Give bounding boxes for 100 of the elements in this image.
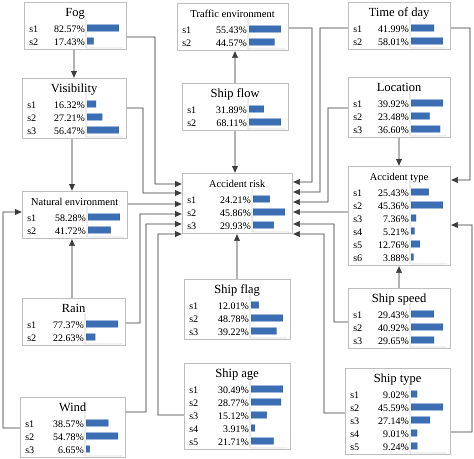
- node-title: Accident type: [370, 172, 428, 182]
- probability-value: 45.86%: [220, 209, 250, 216]
- state-label: s1: [354, 100, 362, 108]
- probability-value: 15.12%: [218, 412, 248, 420]
- node-title: Natural environment: [31, 198, 118, 206]
- state-label: s1: [28, 321, 36, 328]
- state-label: s1: [188, 106, 196, 114]
- arrow: [450, 28, 470, 184]
- node-title: Time of day: [368, 7, 430, 19]
- probability-value: 3.88%: [383, 254, 408, 262]
- state-label: s1: [28, 101, 36, 108]
- probability-value: 5.21%: [384, 228, 408, 236]
- probability-value: 23.48%: [378, 113, 408, 120]
- probability-value: 9.24%: [383, 443, 408, 450]
- probability-value: 38.57%: [53, 420, 84, 428]
- state-label: s5: [354, 241, 362, 248]
- node-title: Ship speed: [372, 293, 426, 305]
- state-label: s6: [354, 254, 362, 262]
- state-label: s3: [350, 417, 359, 424]
- state-label: s1: [354, 25, 362, 32]
- probability-value: 48.78%: [218, 315, 248, 322]
- probability-value: 77.37%: [54, 321, 84, 328]
- state-label: s1: [182, 26, 190, 34]
- state-label: s2: [182, 39, 191, 46]
- probability-value: 45.36%: [378, 202, 408, 210]
- state-label: s3: [354, 215, 362, 222]
- probability-value: 3.91%: [223, 425, 248, 432]
- probability-value: 56.47%: [54, 127, 84, 134]
- state-label: s1: [26, 420, 34, 428]
- state-label: s1: [188, 196, 196, 204]
- state-label: s2: [188, 119, 196, 126]
- probability-value: 29.93%: [220, 222, 250, 230]
- probability-value: 39.92%: [378, 100, 408, 108]
- probability-value: 30.49%: [218, 386, 248, 394]
- probability-value: 36.60%: [378, 126, 408, 134]
- state-label: s2: [350, 404, 359, 412]
- probability-value: 9.02%: [383, 391, 408, 398]
- probability-value: 21.71%: [218, 438, 248, 446]
- node-title: Ship type: [374, 373, 421, 385]
- state-label: s2: [188, 209, 196, 216]
- probability-value: 31.89%: [216, 106, 246, 114]
- state-label: s1: [30, 25, 38, 32]
- node-title: Wind: [58, 402, 86, 412]
- state-label: s3: [190, 412, 198, 420]
- node-title: Ship age: [216, 368, 258, 380]
- probability-value: 29.65%: [378, 337, 408, 344]
- state-label: s2: [190, 315, 198, 322]
- state-label: s3: [354, 337, 362, 344]
- probability-value: 27.14%: [378, 417, 408, 424]
- probability-value: 44.57%: [216, 39, 246, 46]
- node-title: Accident risk: [208, 180, 266, 188]
- state-label: s2: [354, 113, 362, 120]
- node-title: Visibility: [50, 83, 98, 95]
- probability-value: 54.78%: [54, 433, 84, 440]
- state-label: s3: [28, 127, 36, 134]
- probability-value: 29.43%: [378, 311, 408, 318]
- probability-value: 12.76%: [378, 241, 408, 248]
- probability-value: 45.59%: [378, 404, 408, 412]
- probability-value: 82.57%: [54, 25, 84, 32]
- state-label: s4: [190, 425, 198, 432]
- probability-value: 6.65%: [58, 446, 84, 454]
- state-label: s2: [190, 399, 198, 406]
- state-label: s2: [30, 38, 38, 46]
- arrow: [158, 230, 184, 416]
- probability-value: 40.92%: [378, 324, 408, 332]
- node-title: Traffic environment: [190, 10, 275, 18]
- probability-value: 24.21%: [220, 196, 250, 204]
- state-label: s1: [190, 302, 198, 310]
- probability-value: 41.99%: [378, 25, 408, 32]
- probability-value: 7.36%: [384, 215, 408, 222]
- probability-value: 17.43%: [54, 38, 84, 46]
- state-label: s1: [190, 386, 198, 394]
- probability-value: 16.32%: [54, 101, 84, 108]
- state-label: s2: [354, 324, 362, 332]
- state-label: s1: [350, 391, 358, 398]
- arrow: [288, 28, 312, 186]
- probability-value: 55.43%: [216, 26, 246, 34]
- probability-value: 39.22%: [218, 328, 248, 336]
- state-label: s4: [350, 430, 359, 438]
- node-title: Location: [377, 82, 422, 92]
- state-label: s4: [354, 228, 362, 236]
- state-label: s1: [28, 214, 36, 222]
- state-label: s1: [354, 311, 362, 318]
- state-label: s3: [188, 222, 196, 230]
- probability-value: 41.72%: [55, 227, 86, 234]
- node-title: Ship flow: [211, 88, 260, 100]
- state-label: s5: [350, 443, 359, 450]
- state-label: s2: [354, 202, 362, 210]
- state-label: s2: [26, 433, 34, 440]
- probability-value: 27.21%: [54, 114, 84, 122]
- probability-value: 68.11%: [216, 119, 246, 126]
- state-label: s2: [28, 227, 36, 234]
- state-label: s1: [354, 189, 362, 196]
- probability-value: 28.77%: [218, 399, 248, 406]
- node-title: Fog: [66, 8, 84, 19]
- state-label: s3: [190, 328, 198, 336]
- node-title: Rain: [62, 304, 86, 312]
- state-label: s2: [28, 334, 36, 342]
- probability-value: 9.01%: [383, 430, 408, 438]
- state-label: s2: [354, 38, 362, 46]
